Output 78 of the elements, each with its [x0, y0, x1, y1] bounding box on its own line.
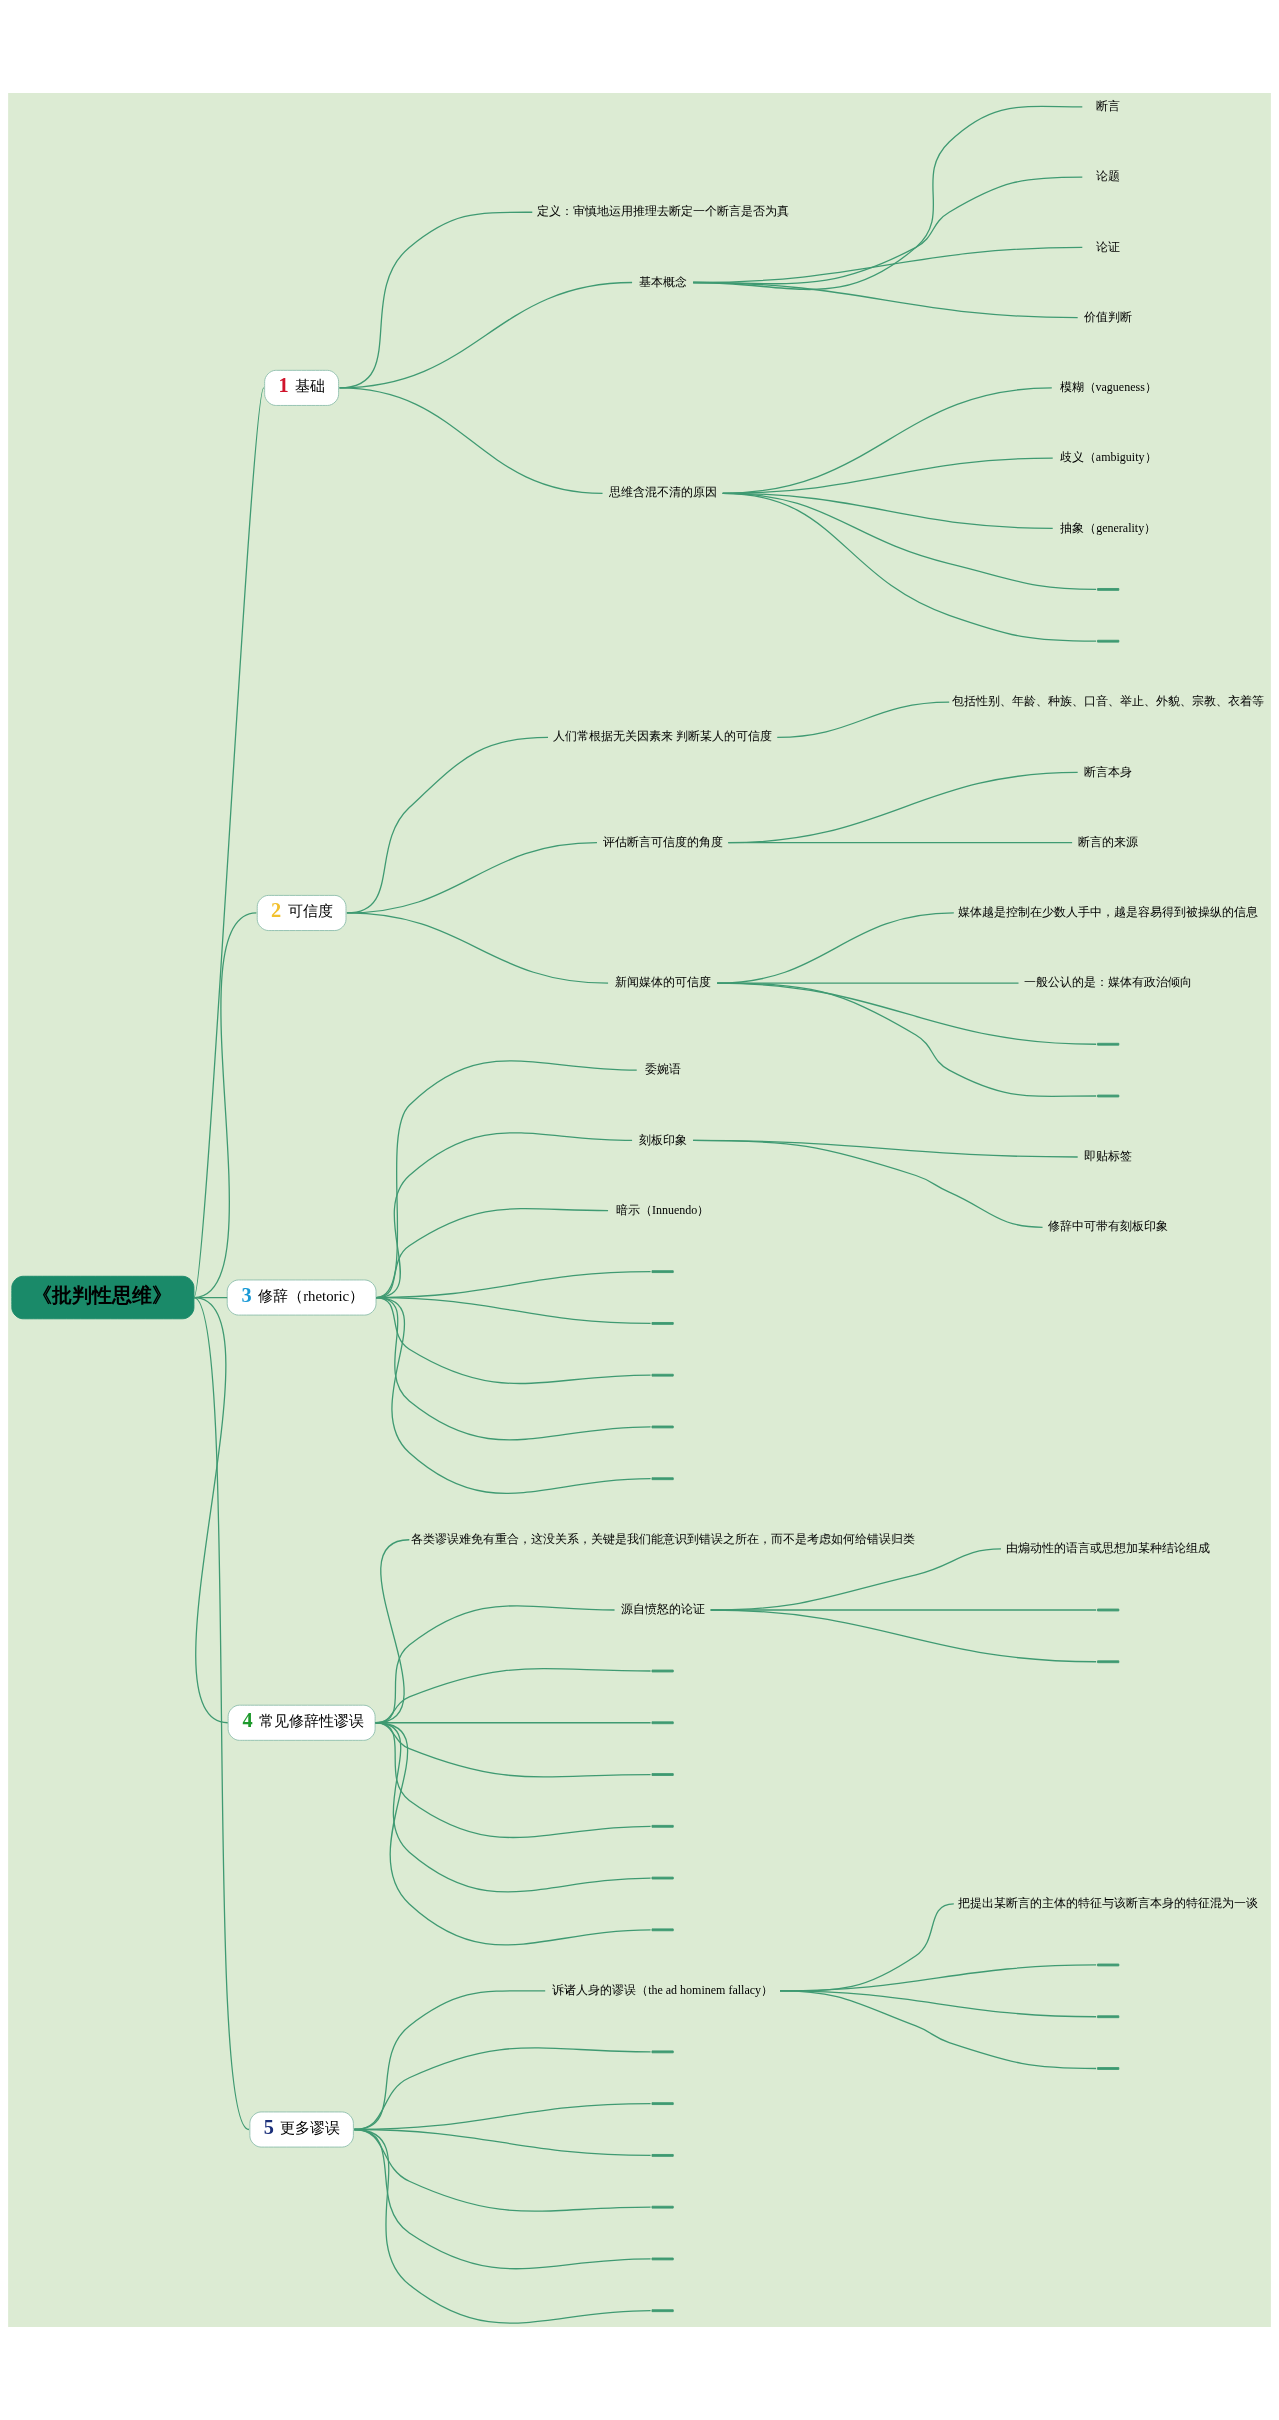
- node-text: 即贴标签: [1084, 1149, 1133, 1164]
- node-bar: [1097, 1963, 1120, 1967]
- connector: [776, 701, 950, 738]
- node-bar: [651, 1824, 674, 1828]
- connector: [710, 1609, 1097, 1663]
- connector: [716, 982, 1097, 1098]
- node-text: 抽象（generality）: [1060, 520, 1157, 535]
- node-text: 把提出某断言的主体的特征与该断言本身的特征混为一谈: [958, 1896, 1259, 1911]
- node-bar: [1097, 639, 1120, 643]
- connector: [193, 1296, 250, 2131]
- node-bar: [651, 1270, 674, 1274]
- node-text: 价值判断: [1084, 309, 1133, 324]
- connector: [374, 1722, 652, 1946]
- node-bar: [651, 1477, 674, 1481]
- node-box: 2 可信度: [256, 894, 347, 931]
- node-text: 媒体越是控制在少数人手中，越是容易得到被操纵的信息: [958, 905, 1259, 920]
- connector: [193, 1296, 229, 1724]
- node-text: 歧义（ambiguity）: [1059, 450, 1157, 465]
- connector: [727, 842, 1073, 844]
- node-text: 定义：审慎地运用推理去断定一个断言是否为真: [536, 204, 789, 219]
- node-bar: [651, 1721, 674, 1725]
- node-text: 断言: [1096, 99, 1121, 114]
- node-bar: [1097, 588, 1120, 591]
- node-text: 刻板印象: [638, 1132, 687, 1147]
- connector: [353, 2128, 652, 2324]
- node-text: 暗示（Innuendo）: [615, 1202, 710, 1217]
- node-bar: [651, 1773, 674, 1776]
- node-bar: [1097, 2015, 1120, 2019]
- node-bar: [651, 2050, 674, 2054]
- node-bar: [651, 1322, 674, 1325]
- node-box: 3 修辞（rhetoric）: [226, 1279, 377, 1316]
- node-text: 源自愤怒的论证: [620, 1602, 705, 1617]
- node-text: 思维含混不清的原因: [608, 485, 717, 500]
- node-text: 断言的来源: [1078, 834, 1139, 849]
- connector: [193, 387, 265, 1299]
- connector: [727, 771, 1079, 844]
- node-bar: [1097, 2067, 1120, 2070]
- node-bar: [1097, 1094, 1120, 1098]
- node-text: 包括性别、年龄、种族、口音、举止、外貌、宗教、衣着等: [952, 694, 1265, 709]
- node-bar: [651, 1669, 674, 1673]
- node-bar: [651, 1425, 674, 1429]
- node-text: 修辞中可带有刻板印象: [1048, 1219, 1169, 1234]
- node-text: 模糊（vagueness）: [1059, 380, 1157, 395]
- connector: [346, 912, 609, 984]
- node-text: 由煽动性的语言或思想加某种结论组成: [1006, 1541, 1211, 1556]
- connector: [779, 1990, 1097, 2070]
- node-box: 1 基础: [264, 369, 340, 406]
- node-text: 基本概念: [638, 274, 687, 289]
- node-bar: [651, 2154, 674, 2157]
- node-text: 人们常根据无关因素来 判断某人的可信度: [553, 729, 773, 744]
- node-text: 论题: [1096, 169, 1121, 184]
- connector: [338, 387, 604, 494]
- node-bar: [1097, 1608, 1120, 1612]
- node-box: 5 更多谬误: [249, 2111, 354, 2148]
- node-text: 评估断言可信度的角度: [602, 834, 723, 849]
- connector: [375, 1296, 652, 1494]
- node-bar: [1097, 1660, 1120, 1664]
- connector: [374, 1722, 652, 1893]
- node-bar: [651, 1876, 674, 1880]
- connector: [692, 281, 1079, 319]
- node-bar: [651, 2257, 674, 2261]
- node-bar: [1097, 1042, 1120, 1046]
- connector: [692, 1139, 1044, 1228]
- node-bar: [651, 2309, 674, 2313]
- node-text: 诉诸人身的谬误（the ad hominem fallacy）: [552, 1982, 774, 1997]
- node-box: 4 常见修辞性谬误: [227, 1704, 376, 1741]
- node-text: 论证: [1096, 239, 1121, 254]
- node-text: 一般公认的是：媒体有政治倾向: [1024, 975, 1193, 990]
- node-box: 《批判性思维》: [11, 1275, 195, 1320]
- node-bar: [651, 2102, 674, 2105]
- node-bar: [651, 1928, 674, 1932]
- node-text: 各类谬误难免有重合，这没关系，关键是我们能意识到错误之所在，而不是考虑如何给错误归类: [410, 1531, 915, 1546]
- connector: [722, 492, 1097, 642]
- node-text: 断言本身: [1084, 764, 1133, 779]
- node-text: 新闻媒体的可信度: [614, 975, 711, 990]
- node-bar: [651, 1373, 674, 1377]
- node-bar: [651, 2205, 674, 2209]
- node-text: 委婉语: [644, 1062, 681, 1077]
